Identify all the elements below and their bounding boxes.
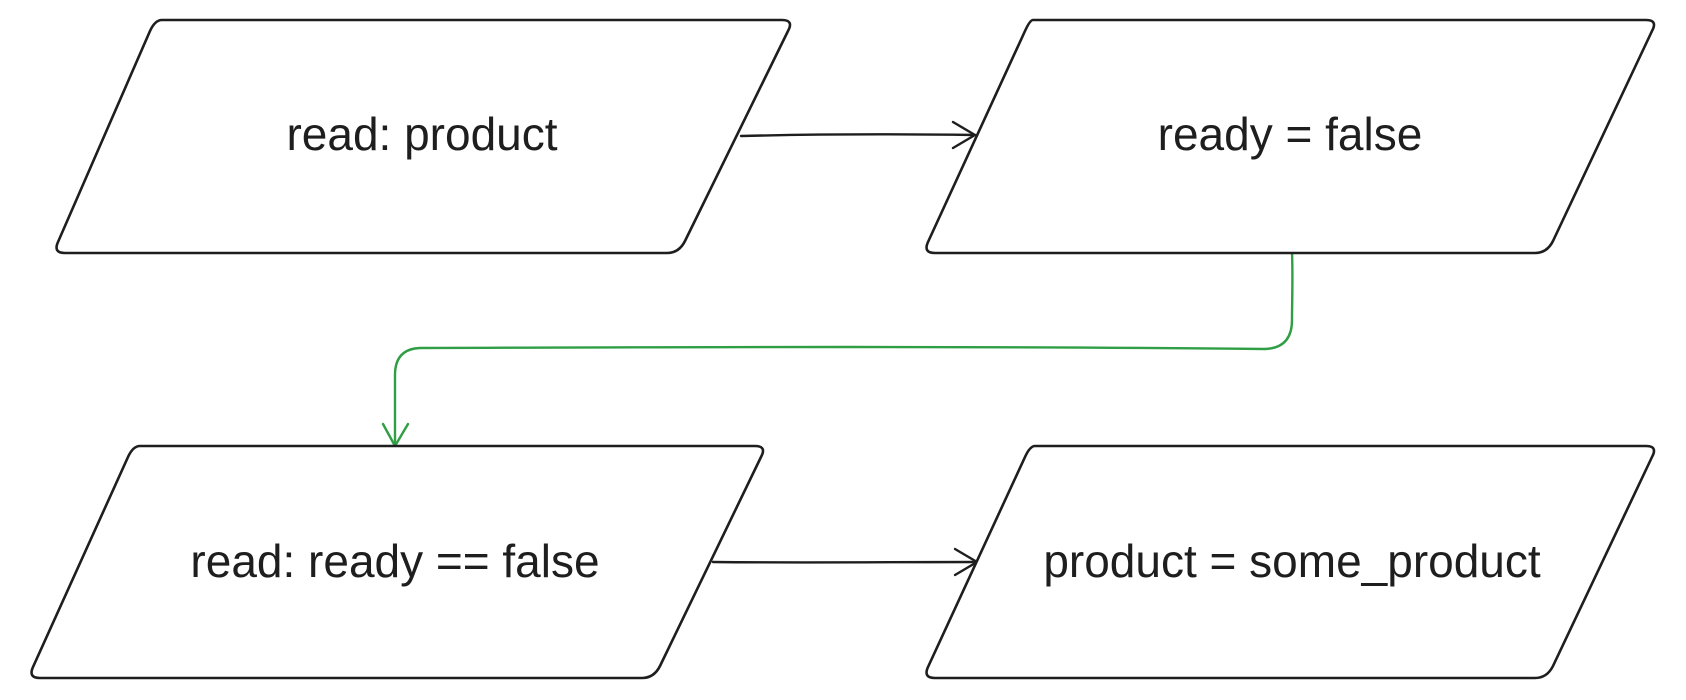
edge-line bbox=[393, 250, 1294, 448]
parallelogram-shape bbox=[925, 444, 1656, 680]
node-read-product[interactable]: read: product bbox=[55, 18, 792, 255]
edge-line bbox=[739, 133, 977, 138]
node-product-assign[interactable]: product = some_product bbox=[925, 444, 1656, 680]
parallelogram-shape bbox=[55, 18, 792, 255]
node-label: read: product bbox=[286, 108, 557, 160]
edge-read-product-to-ready-false bbox=[739, 120, 977, 150]
arrow-head bbox=[951, 120, 977, 150]
parallelogram-shape bbox=[30, 444, 765, 680]
edge-read-ready-check-to-product-assign bbox=[711, 547, 979, 577]
node-read-ready-check[interactable]: read: ready == false bbox=[30, 444, 765, 680]
node-label: product = some_product bbox=[1043, 535, 1541, 587]
node-label: ready = false bbox=[1158, 108, 1423, 160]
node-label: read: ready == false bbox=[190, 535, 599, 587]
node-ready-false[interactable]: ready = false bbox=[925, 18, 1656, 255]
edge-ready-false-to-read-ready-check bbox=[381, 250, 1294, 448]
parallelogram-shape bbox=[925, 18, 1656, 255]
